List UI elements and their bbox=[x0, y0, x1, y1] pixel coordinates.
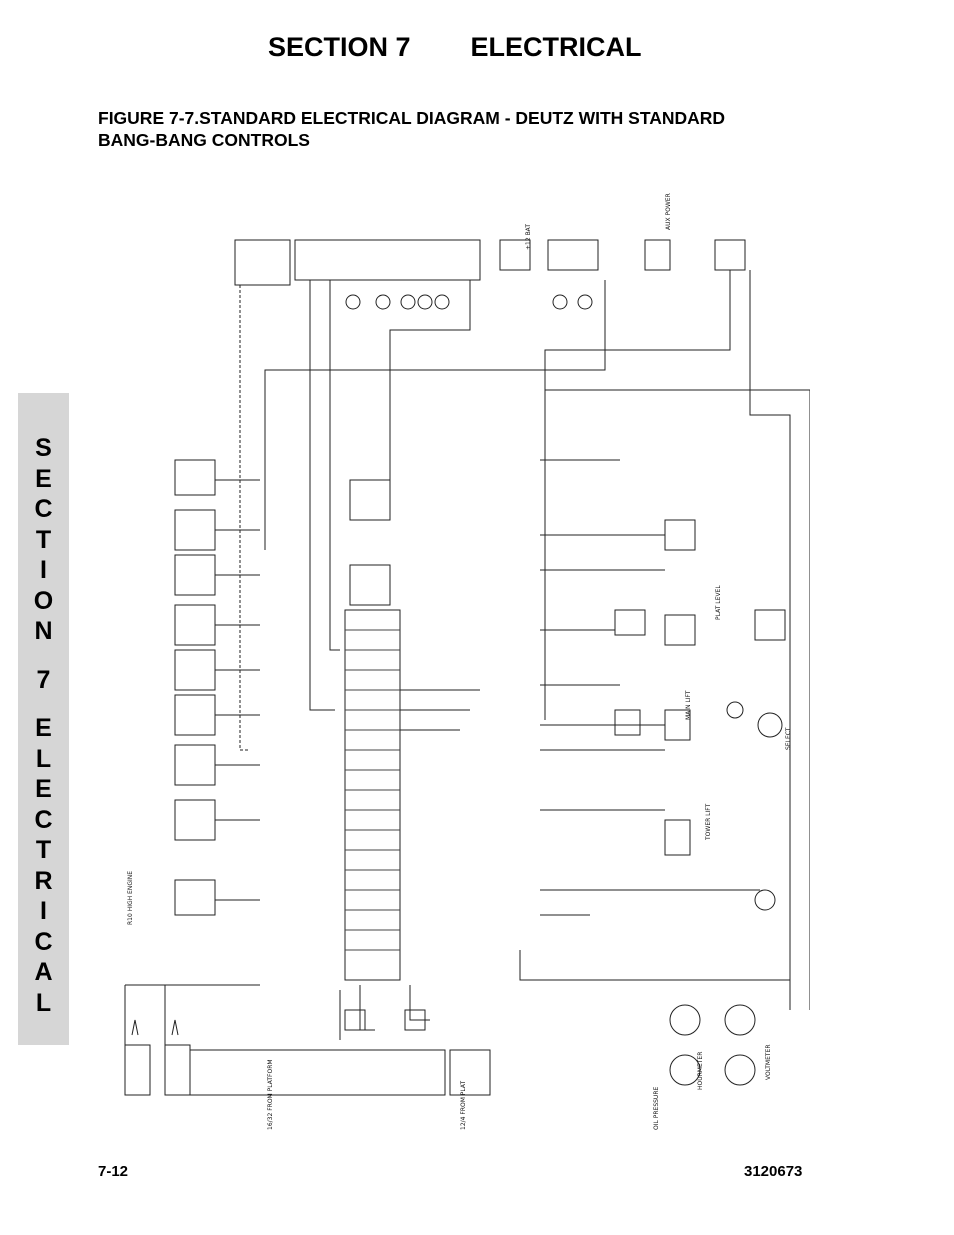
side-tab-letter: L bbox=[35, 744, 52, 773]
svg-text:VOLTMETER: VOLTMETER bbox=[765, 1045, 772, 1081]
side-tab-letter: A bbox=[34, 958, 53, 986]
side-tab-letter: I bbox=[40, 556, 47, 584]
side-tab-letter bbox=[18, 695, 69, 713]
side-tab-letter: C bbox=[34, 805, 53, 834]
side-tab-letter: T bbox=[35, 525, 52, 554]
side-tab-letter: E bbox=[35, 775, 52, 803]
side-tab-letter: C bbox=[34, 495, 53, 523]
svg-text:OIL PRESSURE: OIL PRESSURE bbox=[653, 1087, 660, 1130]
side-tab-letter: 7 bbox=[36, 665, 51, 694]
svg-text:R10 HIGH ENGINE: R10 HIGH ENGINE bbox=[127, 871, 134, 925]
side-tab-letter: R bbox=[34, 866, 53, 895]
svg-text:AUX POWER: AUX POWER bbox=[665, 193, 672, 230]
side-tab-letter: L bbox=[35, 988, 52, 1017]
side-tab-letter: N bbox=[34, 617, 53, 645]
side-tab-letter: I bbox=[40, 897, 47, 925]
section-label: SECTION 7 bbox=[268, 32, 411, 62]
section-name: ELECTRICAL bbox=[470, 32, 642, 62]
figure-title-line-2: BANG-BANG CONTROLS bbox=[98, 130, 310, 150]
svg-text:12/4 FROM PLAT: 12/4 FROM PLAT bbox=[460, 1080, 467, 1130]
side-tab-letter: E bbox=[35, 714, 52, 742]
svg-text:+12 BAT: +12 BAT bbox=[525, 224, 532, 250]
figure-title-line-1: FIGURE 7-7.STANDARD ELECTRICAL DIAGRAM -… bbox=[98, 108, 726, 128]
svg-text:PLAT LEVEL: PLAT LEVEL bbox=[715, 585, 722, 620]
document-number: 3120673 bbox=[744, 1163, 803, 1180]
side-tab-letter: S bbox=[35, 434, 52, 462]
side-tab-letter bbox=[18, 647, 69, 665]
figure-title: FIGURE 7-7.STANDARD ELECTRICAL DIAGRAM -… bbox=[98, 107, 818, 151]
side-tab-letter: T bbox=[35, 836, 52, 864]
section-title: SECTION 7 ELECTRICAL bbox=[268, 32, 788, 63]
svg-text:SELECT: SELECT bbox=[785, 727, 792, 750]
side-tab-letter: C bbox=[34, 927, 53, 956]
svg-text:TOWER LIFT: TOWER LIFT bbox=[705, 803, 712, 841]
electrical-wiring-diagram: +12 BAT AUX POWER R10 HIGH ENGINE 16/32 … bbox=[124, 193, 810, 1130]
svg-text:16/32 FROM PLATFORM: 16/32 FROM PLATFORM bbox=[267, 1059, 274, 1130]
page-number: 7-12 bbox=[98, 1163, 129, 1180]
svg-text:HOURMETER: HOURMETER bbox=[697, 1052, 704, 1090]
side-tab-letter: O bbox=[33, 586, 54, 615]
svg-text:MAIN LIFT: MAIN LIFT bbox=[685, 690, 692, 720]
side-tab-letter: E bbox=[35, 464, 52, 493]
